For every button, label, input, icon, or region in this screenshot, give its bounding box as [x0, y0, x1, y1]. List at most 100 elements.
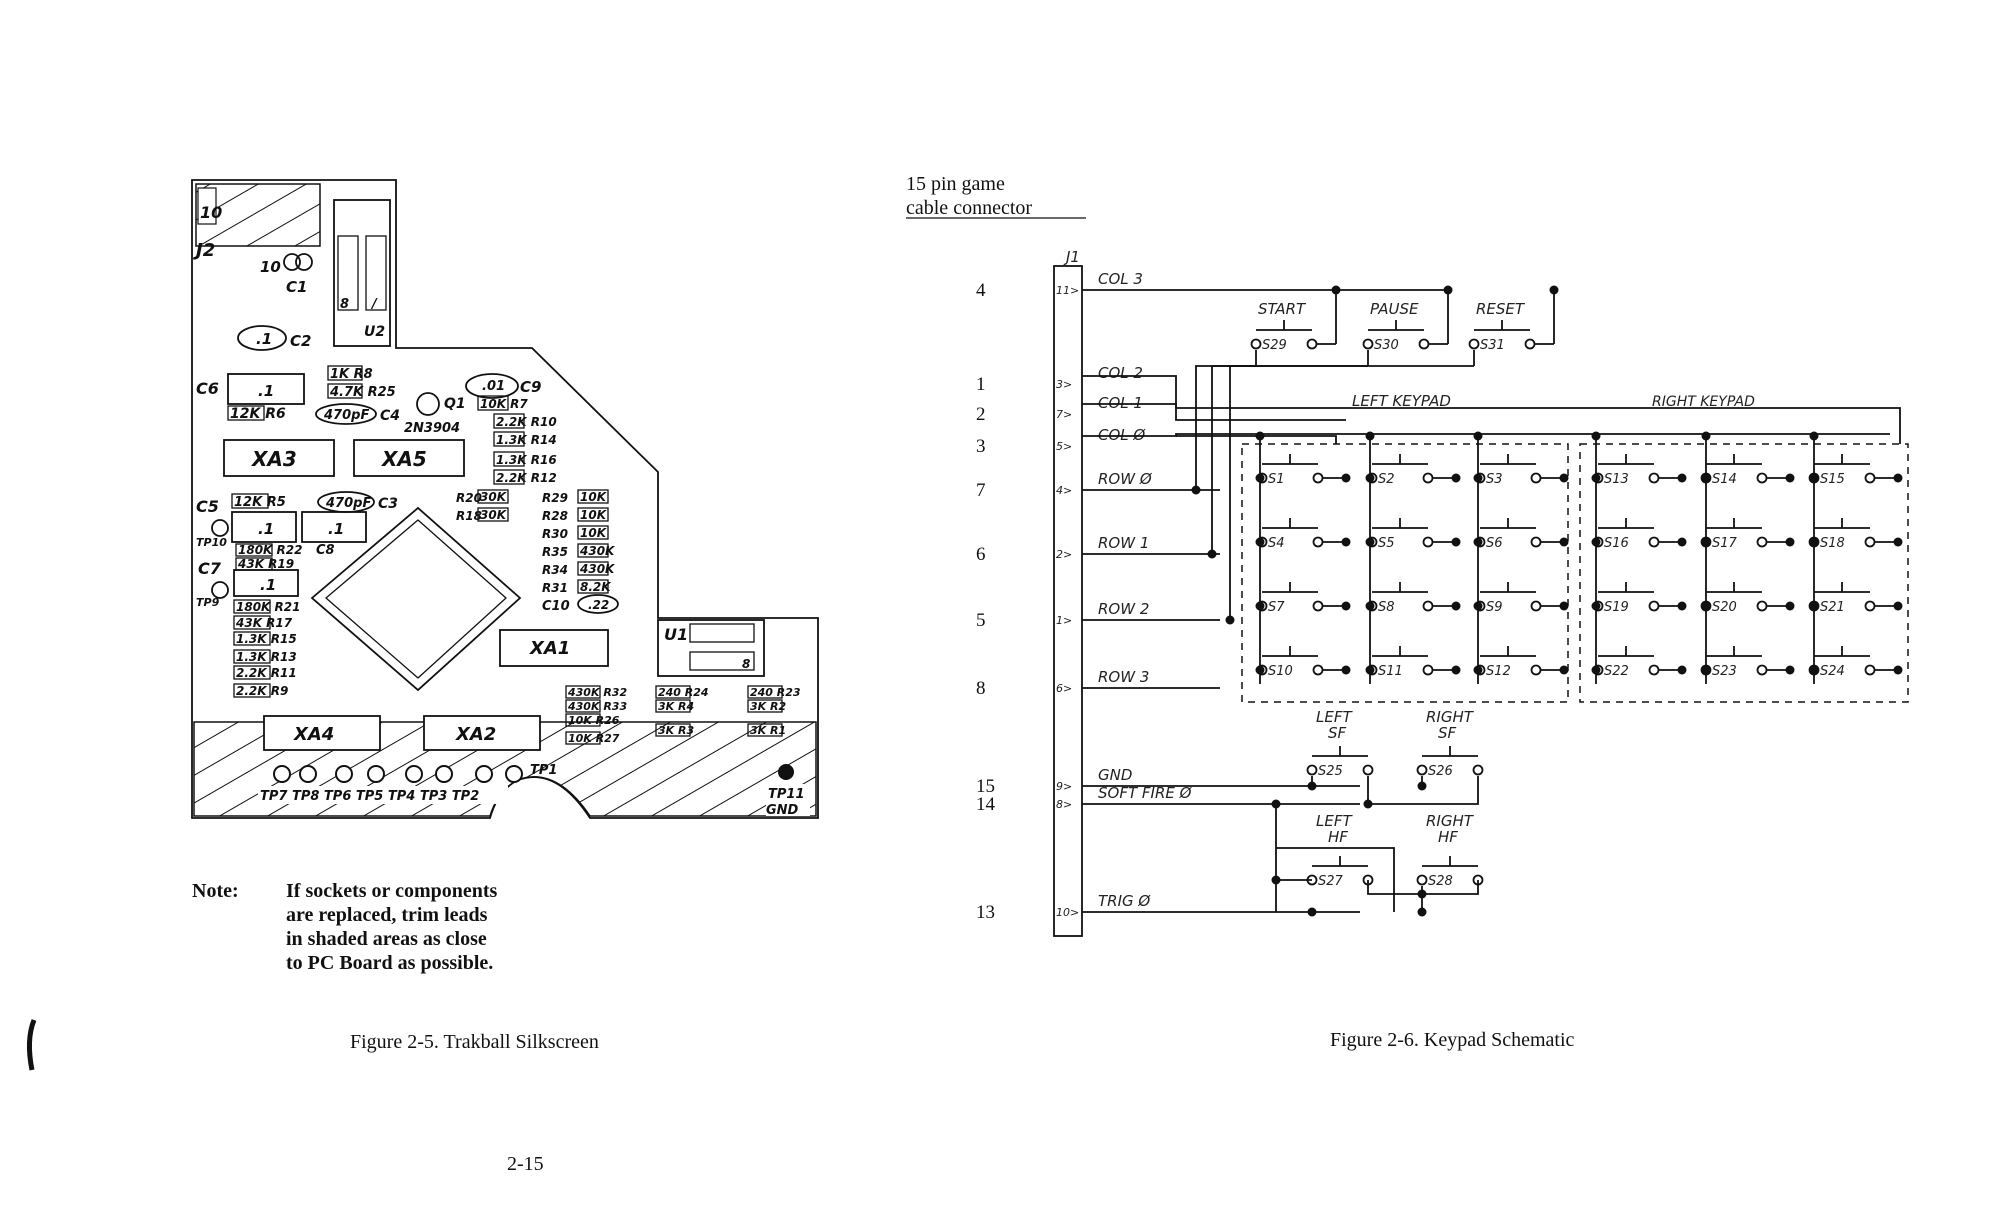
junction-dot [1785, 537, 1795, 547]
switch-id: S23 [1712, 664, 1737, 679]
switch-contact [1648, 664, 1660, 676]
junction-dot [1255, 601, 1265, 611]
signal-name: ROW 3 [1098, 668, 1149, 686]
resistor-column-top: 10K R7 2.2K R10 1.3K R14 1.3K R16 2.2K R… [477, 395, 557, 485]
switch-id: S15 [1820, 472, 1845, 487]
fire-label-bottom: SF [1328, 724, 1347, 742]
switch-id: S9 [1486, 600, 1503, 615]
junction-dot [1365, 601, 1375, 611]
svg-text:3K R3: 3K R3 [658, 724, 694, 737]
note-label: Note: [192, 880, 239, 902]
c1-label: C1 [286, 278, 307, 296]
junction-dot [1893, 537, 1903, 547]
switch-s13: S13 [1592, 454, 1660, 487]
junction-dot [1191, 485, 1201, 495]
left-keypad-label: LEFT KEYPAD [1352, 392, 1451, 410]
signal-name: COL 3 [1098, 270, 1143, 288]
page-number: 2-15 [507, 1153, 544, 1175]
switch-s7: S7 [1256, 582, 1324, 615]
svg-text:1.3K R16: 1.3K R16 [496, 453, 557, 467]
switch-s3: S3 [1474, 454, 1542, 487]
svg-text:4.7K R25: 4.7K R25 [329, 385, 396, 400]
cable-pin-label: 5 [976, 610, 986, 631]
svg-text:C5: C5 [196, 497, 219, 516]
svg-text:10K: 10K [580, 508, 608, 522]
junction-dot [1341, 537, 1351, 547]
junction-dot [1417, 889, 1427, 899]
note-block: Note: If sockets or components are repla… [192, 880, 498, 974]
junction-dot [1451, 537, 1461, 547]
svg-text:1.3K R14: 1.3K R14 [496, 433, 557, 447]
svg-text:/: / [370, 297, 378, 312]
switch-contact [1864, 472, 1876, 484]
fire-label-top: LEFT [1316, 812, 1353, 830]
junction-dot [1893, 665, 1903, 675]
svg-text:TP7 TP8 TP6 TP5 TP4 TP3 TP2: TP7 TP8 TP6 TP5 TP4 TP3 TP2 [260, 789, 479, 804]
svg-text:2.2K R9: 2.2K R9 [236, 684, 288, 698]
signal-name: TRIG Ø [1098, 892, 1151, 910]
svg-text:C3: C3 [378, 496, 398, 512]
switch-contact [1648, 536, 1660, 548]
switch-label: START [1258, 300, 1307, 318]
junction-dot [1701, 431, 1711, 441]
u2-label: U2 [364, 324, 385, 340]
switch-id: S19 [1604, 600, 1629, 615]
switch-contact [1422, 472, 1434, 484]
svg-text:430K R33: 430K R33 [567, 700, 627, 713]
junction-dot [1785, 601, 1795, 611]
right-caption: Figure 2-6. Keypad Schematic [1330, 1029, 1574, 1051]
svg-text:10K: 10K [580, 490, 608, 504]
header-line-2: cable connector [906, 197, 1032, 219]
switch-id: S6 [1486, 536, 1503, 551]
junction-dot [1365, 473, 1375, 483]
right-keypad-box [1579, 443, 1909, 703]
junction-dot [1443, 285, 1453, 295]
switch-id: S2 [1378, 472, 1395, 487]
switch-s12: S12 [1474, 646, 1542, 679]
note-line-1: If sockets or components [286, 880, 498, 902]
svg-text:180K R21: 180K R21 [236, 600, 300, 614]
j1-connector [1053, 265, 1083, 937]
svg-text:1.3K R15: 1.3K R15 [236, 632, 297, 646]
junction-dot [1331, 285, 1341, 295]
junction-dot [1451, 601, 1461, 611]
switch-id: S21 [1820, 600, 1845, 615]
svg-text:8: 8 [340, 297, 349, 312]
switch-contact [1362, 338, 1374, 350]
switch-s9: S9 [1474, 582, 1542, 615]
switch-s14: S14 [1700, 454, 1768, 487]
svg-text:TP11: TP11 [768, 787, 805, 802]
connector-pin-label: 10> [1056, 906, 1079, 919]
connector-pin-label: 11> [1056, 284, 1079, 297]
svg-text:XA2: XA2 [455, 724, 496, 745]
cable-pin-label: 14 [976, 794, 996, 815]
switch-contact [1312, 664, 1324, 676]
switch-id: S27 [1318, 874, 1344, 889]
switch-contact [1312, 600, 1324, 612]
switch-id: S5 [1378, 536, 1395, 551]
switch-id: S12 [1486, 664, 1511, 679]
junction-dot [1591, 537, 1601, 547]
switch-contact [1648, 600, 1660, 612]
column-buses [1082, 289, 1901, 444]
signal-name: SOFT FIRE Ø [1098, 784, 1193, 802]
note-line-4: to PC Board as possible. [286, 952, 493, 974]
switch-s16: S16 [1592, 518, 1660, 551]
switch-s28: S28 [1416, 856, 1484, 889]
fire-label-bottom: HF [1438, 828, 1458, 846]
cable-pin-label: 4 [976, 280, 986, 301]
svg-text:.1: .1 [328, 520, 344, 538]
junction-dot [1591, 431, 1601, 441]
switch-id: S13 [1604, 472, 1629, 487]
junction-dot [1677, 473, 1687, 483]
